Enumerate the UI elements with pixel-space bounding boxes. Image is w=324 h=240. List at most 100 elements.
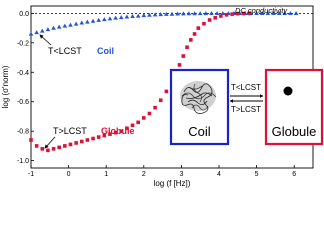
x-tick-label: 3 xyxy=(179,171,183,178)
coil-data-point xyxy=(265,10,271,15)
globule-data-point xyxy=(40,147,45,151)
coil-data-point xyxy=(90,18,96,23)
coil-data-point xyxy=(259,10,265,15)
globule-data-point xyxy=(213,15,218,20)
x-tick-label: 4 xyxy=(217,171,221,178)
globule-dot xyxy=(283,86,293,96)
x-tick-label: 1 xyxy=(104,171,108,178)
coil-data-point xyxy=(85,19,90,24)
globule-inset: Globule xyxy=(264,68,324,146)
globule-data-point xyxy=(189,38,193,42)
globule-data-point xyxy=(119,129,124,133)
globule-condition-label: T>LCST xyxy=(53,126,87,136)
coil-data-point xyxy=(45,27,51,32)
coil-data-point xyxy=(62,23,68,28)
globule-data-point xyxy=(185,45,189,50)
globule-data-point xyxy=(196,26,201,30)
globule-data-point xyxy=(236,11,240,16)
y-tick-label: -0.4 xyxy=(17,70,29,77)
y-tick-label: 0.0 xyxy=(19,11,29,18)
globule-box-label: Globule xyxy=(272,124,317,139)
coil-data-point xyxy=(28,31,34,36)
coil-pointer-arrow xyxy=(39,34,52,46)
globule-data-point xyxy=(108,132,112,136)
globule-data-point xyxy=(230,12,234,16)
series-layer xyxy=(28,10,299,153)
coil-data-point xyxy=(141,13,147,18)
coil-data-point xyxy=(276,10,282,15)
coil-data-point xyxy=(164,11,169,16)
globule-data-point xyxy=(181,54,186,58)
coil-box-label: Coil xyxy=(188,124,211,139)
coil-condition-label: T<LCST xyxy=(48,46,82,56)
globule-data-point xyxy=(164,89,169,94)
globule-data-point xyxy=(158,98,163,103)
dc-conductivity-annotation: DC conductivity xyxy=(235,6,288,15)
coil-data-point xyxy=(113,15,118,20)
coil-word-label: Coil xyxy=(97,46,114,56)
globule-data-point xyxy=(224,13,229,17)
x-tick-label: -1 xyxy=(28,171,34,178)
globule-data-point xyxy=(177,63,182,67)
coil-data-point xyxy=(214,10,220,15)
globule-data-point xyxy=(74,141,78,145)
coil-data-point xyxy=(180,11,186,16)
globule-data-point xyxy=(91,136,95,141)
x-tick-label: 2 xyxy=(142,171,146,178)
coil-data-point xyxy=(254,10,259,15)
globule-data-point xyxy=(96,135,101,139)
coil-data-point xyxy=(68,22,73,27)
globule-data-point xyxy=(68,142,73,147)
coil-data-point xyxy=(192,11,197,16)
y-tick-label: -0.8 xyxy=(17,129,29,136)
coil-data-point xyxy=(203,11,209,16)
globule-data-point xyxy=(142,116,146,120)
globule-data-point xyxy=(79,139,84,144)
y-tick-label: -0.2 xyxy=(17,40,29,47)
coil-data-point xyxy=(197,11,203,16)
coil-data-point xyxy=(39,28,45,33)
coil-data-point xyxy=(158,12,164,17)
coil-data-point xyxy=(124,14,130,19)
coil-data-point xyxy=(288,10,293,15)
coil-data-point xyxy=(96,17,101,22)
globule-data-point xyxy=(125,126,129,131)
globule-data-point xyxy=(63,144,67,148)
globule-data-point xyxy=(219,14,223,18)
globule-data-point xyxy=(153,105,157,110)
globule-data-point xyxy=(57,145,61,150)
coil-data-point xyxy=(73,21,79,26)
y-tick-label: -0.6 xyxy=(17,99,29,106)
coil-data-point xyxy=(34,30,39,35)
y-axis-label: log (σ'norm) xyxy=(1,65,10,108)
coil-data-point xyxy=(220,10,226,15)
globule-data-point xyxy=(102,133,107,138)
x-axis-label: log (f [Hz]) xyxy=(154,179,191,188)
coil-inset: Coil xyxy=(169,68,230,146)
coil-data-point xyxy=(130,14,135,19)
coil-data-point xyxy=(152,12,158,17)
coil-data-point xyxy=(51,25,56,30)
globule-data-point xyxy=(85,138,90,142)
globule-data-point xyxy=(202,21,206,26)
globule-data-point xyxy=(147,111,152,116)
transition-arrows: T<LCST T>LCST xyxy=(229,83,264,114)
arrow-bottom-label: T>LCST xyxy=(231,105,261,114)
arrow-top-label: T<LCST xyxy=(231,83,261,92)
series-coil xyxy=(28,10,299,36)
globule-box xyxy=(264,68,324,146)
coil-data-point xyxy=(293,10,299,15)
coil-data-point xyxy=(147,12,152,17)
globule-data-point xyxy=(136,120,140,125)
globule-data-point xyxy=(192,32,197,36)
x-tick-label: 0 xyxy=(67,171,71,178)
coil-data-point xyxy=(79,20,85,25)
globule-pointer-arrow xyxy=(44,136,56,149)
y-tick-label: -1.0 xyxy=(17,158,29,165)
x-tick-label: 6 xyxy=(292,171,296,178)
coil-data-point xyxy=(135,13,141,18)
coil-data-point xyxy=(56,24,62,29)
